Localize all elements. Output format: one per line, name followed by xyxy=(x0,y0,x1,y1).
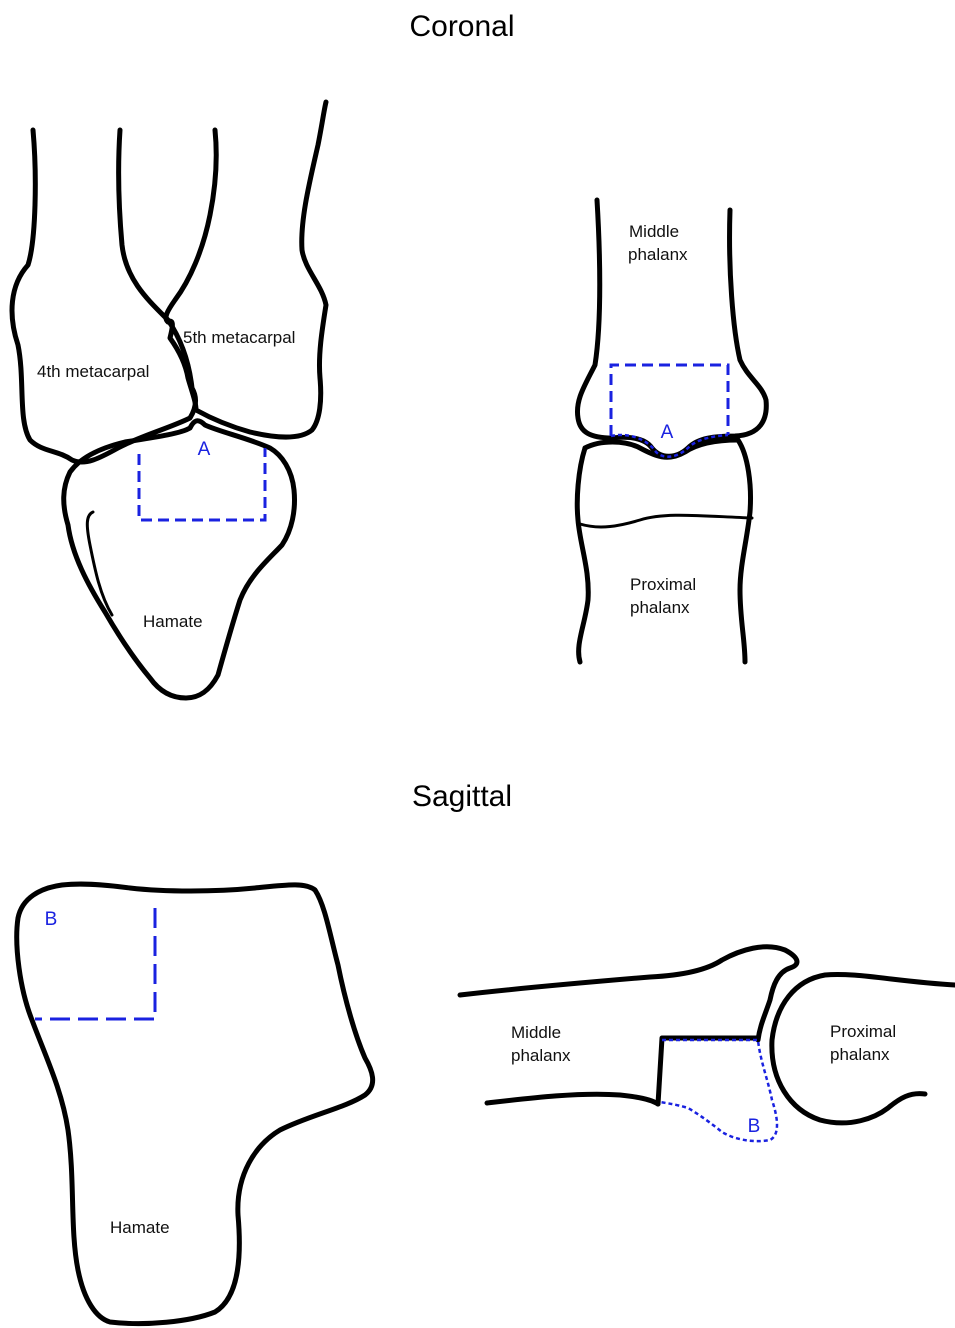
marker-b-phalanx: B xyxy=(748,1116,761,1137)
label-proximal-phalanx-coronal-2: phalanx xyxy=(630,598,690,617)
hamate-sagittal-outline xyxy=(17,884,373,1324)
marker-b-hamate: B xyxy=(45,909,58,930)
heading-coronal: Coronal xyxy=(409,10,514,43)
label-middle-phalanx-sagittal-2: phalanx xyxy=(511,1046,571,1065)
label-proximal-phalanx-sagittal-2: phalanx xyxy=(830,1045,890,1064)
fourth-metacarpal-outline xyxy=(12,130,195,462)
label-proximal-phalanx-sagittal-1: Proximal xyxy=(830,1022,896,1041)
proximal-phalanx-coronal-outline xyxy=(577,448,588,662)
heading-sagittal: Sagittal xyxy=(412,780,512,813)
proximal-phalanx-coronal-outline-right xyxy=(738,440,751,662)
label-fourth-metacarpal: 4th metacarpal xyxy=(37,362,149,381)
marker-a-hamate: A xyxy=(198,439,211,460)
label-middle-phalanx-coronal-2: phalanx xyxy=(628,245,688,264)
proximal-phalanx-coronal-physis xyxy=(580,515,752,527)
label-fifth-metacarpal: 5th metacarpal xyxy=(183,328,295,347)
label-proximal-phalanx-coronal-1: Proximal xyxy=(630,575,696,594)
label-middle-phalanx-coronal-1: Middle xyxy=(629,222,679,241)
label-hamate-sagittal: Hamate xyxy=(110,1218,170,1237)
middle-phalanx-sagittal-step xyxy=(658,1038,758,1104)
marker-a-phalanx: A xyxy=(661,422,674,443)
label-hamate-coronal: Hamate xyxy=(143,612,203,631)
middle-phalanx-sagittal-palmar xyxy=(487,1094,658,1104)
label-middle-phalanx-sagittal-1: Middle xyxy=(511,1023,561,1042)
fifth-metacarpal-outline xyxy=(166,102,326,437)
hamate-coronal-outline xyxy=(64,421,295,698)
